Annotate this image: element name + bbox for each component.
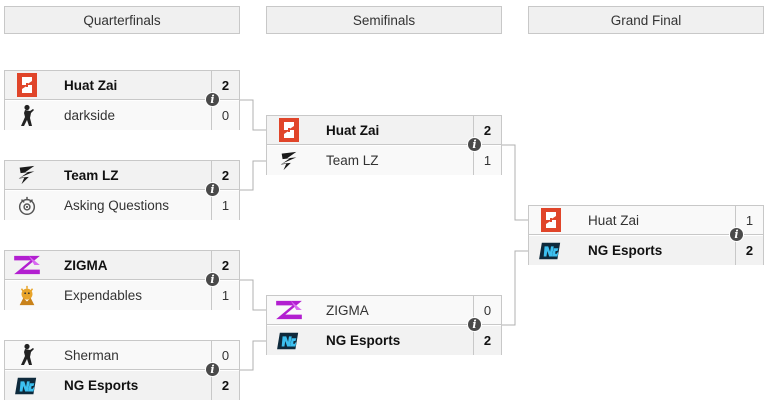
team-name: darkside (64, 108, 116, 123)
team-score: 2 (211, 371, 239, 400)
match-info-icon[interactable]: i (729, 227, 744, 242)
connector-qf4-sf2 (240, 340, 266, 371)
team-score: 2 (473, 326, 501, 355)
match-grand-final: Huat Zai 1 NG Esports 2 (528, 205, 764, 265)
huatzai-logo-icon (267, 116, 311, 145)
team-score: 2 (735, 236, 763, 265)
team-name: Asking Questions (64, 198, 170, 213)
team-score: 0 (211, 340, 239, 370)
expendables-logo-icon (5, 281, 49, 310)
ngesports-logo-icon (5, 371, 49, 400)
team-row[interactable]: Team LZ 2 (5, 160, 239, 190)
zigma-logo-icon (5, 251, 49, 280)
match-qf2: Team LZ 2 Asking Questions 1 (4, 160, 240, 220)
match-info-icon[interactable]: i (205, 182, 220, 197)
round-title: Grand Final (610, 12, 682, 28)
match-sf1: Huat Zai 2 Team LZ 1 (266, 115, 502, 175)
team-score: 0 (211, 101, 239, 130)
team-row[interactable]: Huat Zai 2 (267, 115, 501, 145)
cs-player-icon (5, 101, 49, 130)
team-row[interactable]: Huat Zai 1 (529, 205, 763, 235)
team-row[interactable]: Team LZ 1 (267, 146, 501, 175)
huatzai-logo-icon (529, 206, 573, 235)
team-row[interactable]: Huat Zai 2 (5, 70, 239, 100)
team-name: NG Esports (588, 243, 663, 258)
team-score: 1 (211, 281, 239, 310)
team-score: 2 (211, 250, 239, 280)
team-row[interactable]: NG Esports 2 (267, 326, 501, 355)
team-score: 1 (735, 205, 763, 235)
huatzai-logo-icon (5, 71, 49, 100)
match-sf2: ZIGMA 0 NG Esports 2 (266, 295, 502, 355)
zigma-logo-icon (267, 296, 311, 325)
round-header-semifinals: Semifinals (266, 6, 502, 34)
team-score: 2 (211, 70, 239, 100)
teamlz-logo-icon (5, 161, 49, 190)
match-info-icon[interactable]: i (205, 272, 220, 287)
connector-qf3-sf2 (240, 279, 266, 311)
cs-player-icon (5, 341, 49, 370)
match-info-icon[interactable]: i (467, 137, 482, 152)
team-name: Huat Zai (326, 122, 380, 138)
askingquestions-logo-icon (5, 191, 49, 220)
match-info-icon[interactable]: i (467, 317, 482, 332)
team-row[interactable]: NG Esports 2 (529, 236, 763, 265)
team-row[interactable]: Sherman 0 (5, 340, 239, 370)
team-name: ZIGMA (326, 302, 369, 318)
team-row[interactable]: ZIGMA 2 (5, 250, 239, 280)
team-name: Huat Zai (588, 212, 640, 228)
team-name: NG Esports (326, 333, 401, 348)
connector-qf2-sf1 (240, 160, 266, 191)
team-row[interactable]: ZIGMA 0 (267, 295, 501, 325)
team-row[interactable]: Asking Questions 1 (5, 191, 239, 220)
connector-sf1-gf (502, 144, 528, 221)
team-name: NG Esports (64, 378, 139, 393)
team-score: 2 (473, 115, 501, 145)
match-qf3: ZIGMA 2 Expendables 1 (4, 250, 240, 310)
team-name: Team LZ (64, 167, 119, 183)
ngesports-logo-icon (529, 236, 573, 265)
team-score: 2 (211, 160, 239, 190)
ngesports-logo-icon (267, 326, 311, 355)
match-info-icon[interactable]: i (205, 92, 220, 107)
teamlz-logo-icon (267, 146, 311, 175)
team-row[interactable]: darkside 0 (5, 101, 239, 130)
team-name: Huat Zai (64, 77, 118, 93)
team-score: 0 (473, 295, 501, 325)
connector-sf2-gf (502, 250, 528, 326)
team-score: 1 (473, 146, 501, 175)
match-qf1: Huat Zai 2 darkside 0 (4, 70, 240, 130)
team-row[interactable]: NG Esports 2 (5, 371, 239, 400)
team-name: Team LZ (326, 153, 379, 168)
round-header-grand-final: Grand Final (528, 6, 764, 34)
team-score: 1 (211, 191, 239, 220)
round-header-quarterfinals: Quarterfinals (4, 6, 240, 34)
team-name: Expendables (64, 288, 143, 303)
team-name: ZIGMA (64, 257, 108, 273)
round-title: Quarterfinals (83, 12, 161, 28)
match-qf4: Sherman 0 NG Esports 2 (4, 340, 240, 400)
team-row[interactable]: Expendables 1 (5, 281, 239, 310)
team-name: Sherman (64, 347, 119, 363)
round-title: Semifinals (352, 12, 416, 28)
connector-qf1-sf1 (240, 99, 266, 131)
match-info-icon[interactable]: i (205, 362, 220, 377)
